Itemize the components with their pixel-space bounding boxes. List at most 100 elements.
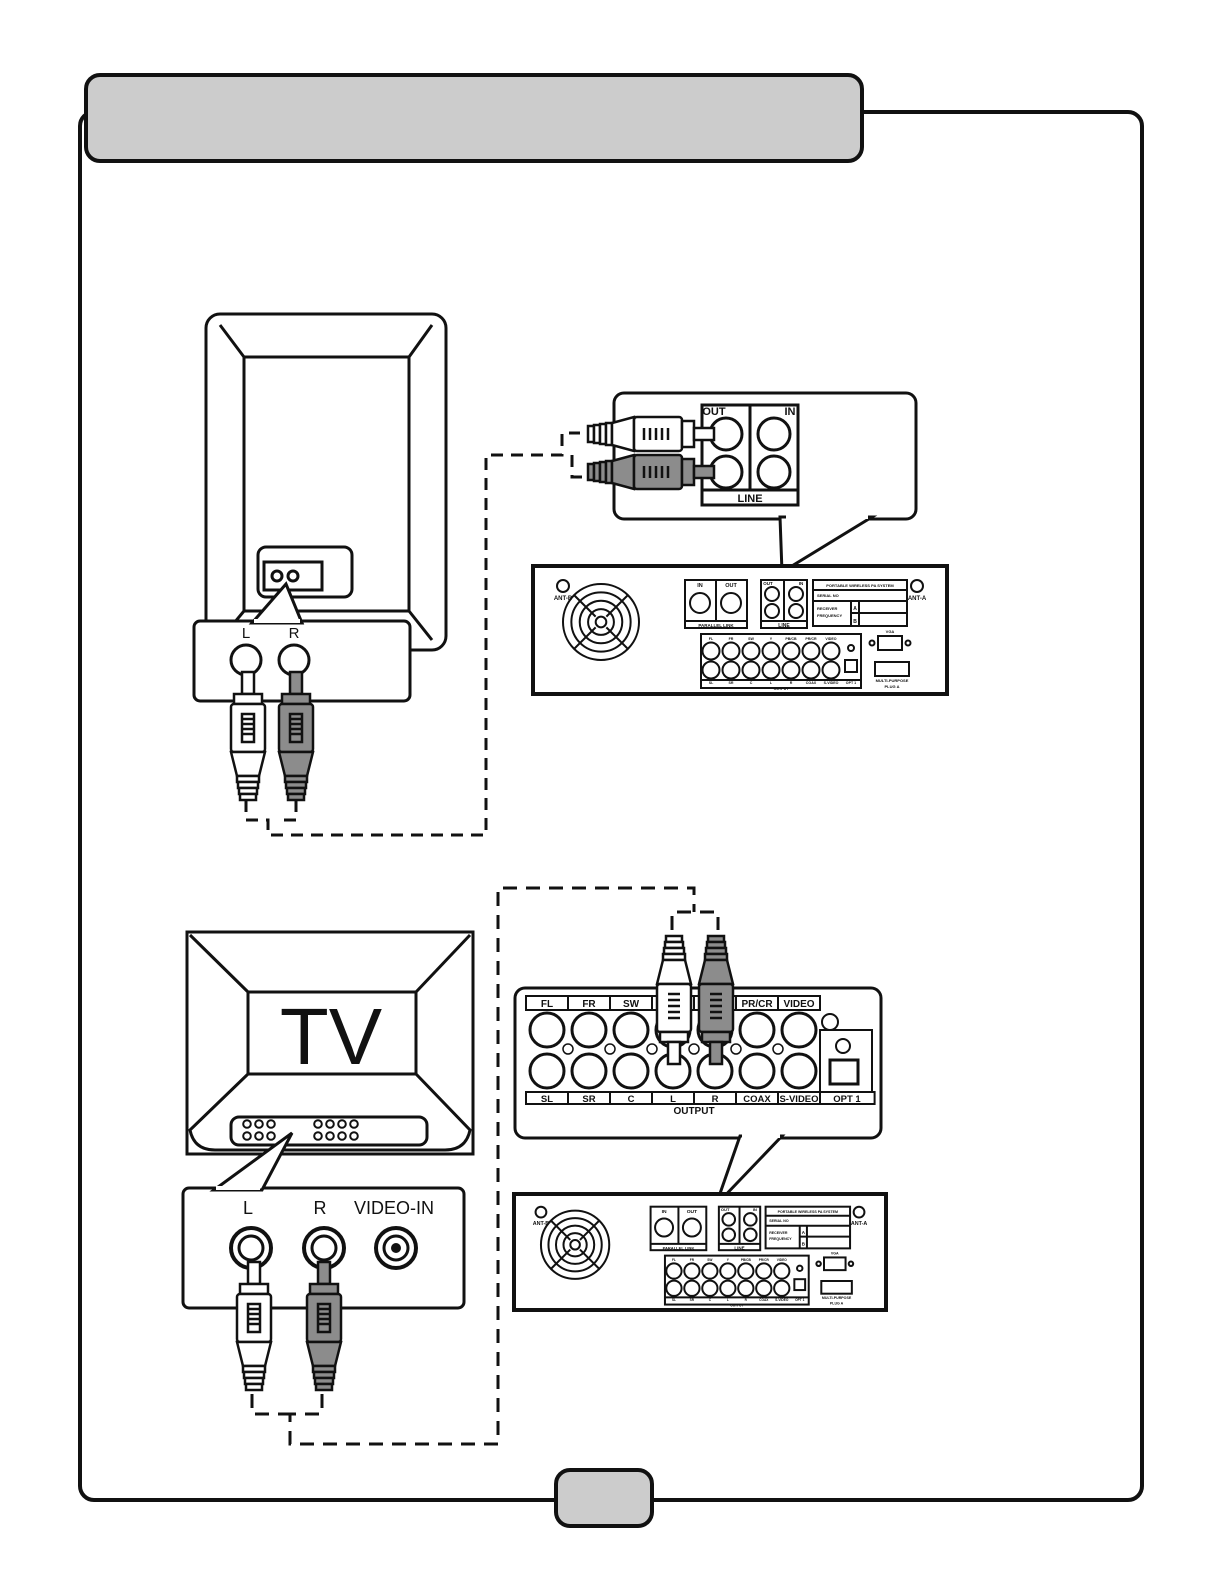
output-bottom-label: SL	[672, 1298, 676, 1302]
output-jack[interactable]	[741, 660, 761, 680]
line-small-label: LINE	[734, 1245, 744, 1250]
optical-port[interactable]	[793, 1278, 807, 1292]
line-in-jack-bottom[interactable]	[756, 454, 792, 490]
tv-front-jack[interactable]	[313, 1131, 323, 1141]
output-jack[interactable]	[665, 1262, 683, 1280]
output-jack[interactable]	[701, 1279, 719, 1297]
output-jack[interactable]	[781, 660, 801, 680]
tv-front-jack[interactable]	[242, 1131, 252, 1141]
tv-front-jack[interactable]	[325, 1131, 335, 1141]
output-top-label: PR/CR	[759, 1258, 770, 1262]
output-jack[interactable]	[761, 641, 781, 661]
output-jack[interactable]	[773, 1279, 791, 1297]
output-callout-jack[interactable]	[738, 1011, 776, 1049]
line-in-jack-top[interactable]	[756, 416, 792, 452]
line-in-small-label: IN	[753, 1207, 757, 1212]
output-top-label: PR/CR	[805, 637, 817, 641]
speaker-jack-left[interactable]	[229, 643, 263, 677]
output-callout-group-label: OUTPUT	[673, 1106, 714, 1117]
output-callout-jack[interactable]	[528, 1011, 566, 1049]
tv-front-jack[interactable]	[349, 1131, 359, 1141]
line-small-jack[interactable]	[788, 603, 804, 619]
line-small-jack[interactable]	[743, 1227, 758, 1243]
output-jack[interactable]	[801, 660, 821, 680]
vga-port[interactable]	[877, 635, 903, 651]
output-jack[interactable]	[801, 641, 821, 661]
line-small-jack[interactable]	[764, 586, 780, 602]
line-small-jack[interactable]	[788, 586, 804, 602]
speaker-jack-right[interactable]	[277, 643, 311, 677]
output-callout-jack[interactable]	[528, 1052, 566, 1090]
output-top-label: Y	[770, 637, 773, 641]
output-jack[interactable]	[821, 660, 841, 680]
tv-front-jack[interactable]	[337, 1119, 347, 1129]
parallel-in-jack[interactable]	[689, 592, 711, 614]
tv-front-jack[interactable]	[242, 1119, 252, 1129]
output-jack[interactable]	[719, 1279, 737, 1297]
panel-label-in: IN	[785, 406, 796, 418]
antenna-a-jack[interactable]	[910, 579, 924, 593]
tv-front-jack[interactable]	[266, 1131, 276, 1141]
output-callout-bottom-label: L	[670, 1094, 676, 1105]
output-jack[interactable]	[701, 1262, 719, 1280]
output-bottom-label: COAX	[759, 1298, 769, 1302]
optical-callout-port[interactable]	[828, 1058, 860, 1086]
output-jack[interactable]	[755, 1262, 773, 1280]
output-jack[interactable]	[721, 660, 741, 680]
line-small-jack[interactable]	[721, 1227, 737, 1243]
output-callout-jack[interactable]	[612, 1011, 650, 1049]
output-jack[interactable]	[821, 641, 841, 661]
parallel-out-jack[interactable]	[681, 1217, 702, 1238]
antenna-b-jack[interactable]	[534, 1205, 548, 1219]
line-small-jack[interactable]	[743, 1212, 758, 1227]
output-jack[interactable]	[683, 1279, 701, 1297]
multi-purpose-port[interactable]	[820, 1280, 853, 1295]
output-jack[interactable]	[701, 641, 721, 661]
tv-front-jack[interactable]	[254, 1119, 264, 1129]
tv-front-jack[interactable]	[325, 1119, 335, 1129]
output-callout-jack[interactable]	[570, 1011, 608, 1049]
output-callout-jack[interactable]	[570, 1052, 608, 1090]
output-jack[interactable]	[755, 1279, 773, 1297]
output-jack[interactable]	[683, 1262, 701, 1280]
output-jack[interactable]	[719, 1262, 737, 1280]
output-callout-jack[interactable]	[738, 1052, 776, 1090]
tv-front-jack[interactable]	[313, 1119, 323, 1129]
line-small-jack[interactable]	[764, 603, 780, 619]
vga-port[interactable]	[823, 1256, 847, 1272]
output-jack[interactable]	[781, 641, 801, 661]
output-callout-jack[interactable]	[780, 1011, 818, 1049]
output-bottom-label: R	[790, 681, 793, 685]
antenna-b-jack[interactable]	[556, 579, 570, 593]
output-jack[interactable]	[737, 1262, 755, 1280]
output-jack[interactable]	[665, 1279, 683, 1297]
parallel-out-jack[interactable]	[720, 592, 742, 614]
output-jack[interactable]	[737, 1279, 755, 1297]
output-top-label: Y	[727, 1258, 730, 1262]
multi-purpose-port[interactable]	[874, 661, 910, 677]
output-callout-jack[interactable]	[780, 1052, 818, 1090]
parallel-in-label: IN	[697, 583, 703, 589]
parallel-in-jack[interactable]	[654, 1217, 675, 1238]
output-callout-top-label: VIDEO	[783, 999, 814, 1010]
output-callout-jack[interactable]	[612, 1052, 650, 1090]
output-jack[interactable]	[741, 641, 761, 661]
freq-b-label: B	[802, 1242, 806, 1247]
freq-b-label: B	[853, 619, 857, 625]
output-jack[interactable]	[721, 641, 741, 661]
panel-label-out: OUT	[702, 406, 726, 418]
line-out-plug-white[interactable]	[586, 415, 716, 453]
line-out-plug-red[interactable]	[586, 453, 716, 491]
tv-front-jack[interactable]	[266, 1119, 276, 1129]
antenna-a-jack[interactable]	[852, 1205, 866, 1219]
output-jack[interactable]	[761, 660, 781, 680]
line-small-jack[interactable]	[721, 1212, 737, 1227]
tv-front-jack[interactable]	[254, 1131, 264, 1141]
line-in-small-label: IN	[799, 581, 804, 586]
output-jack[interactable]	[773, 1262, 791, 1280]
optical-port[interactable]	[844, 659, 858, 673]
parallel-out-label: OUT	[725, 583, 737, 589]
output-jack[interactable]	[701, 660, 721, 680]
tv-front-jack[interactable]	[349, 1119, 359, 1129]
tv-front-jack[interactable]	[337, 1131, 347, 1141]
